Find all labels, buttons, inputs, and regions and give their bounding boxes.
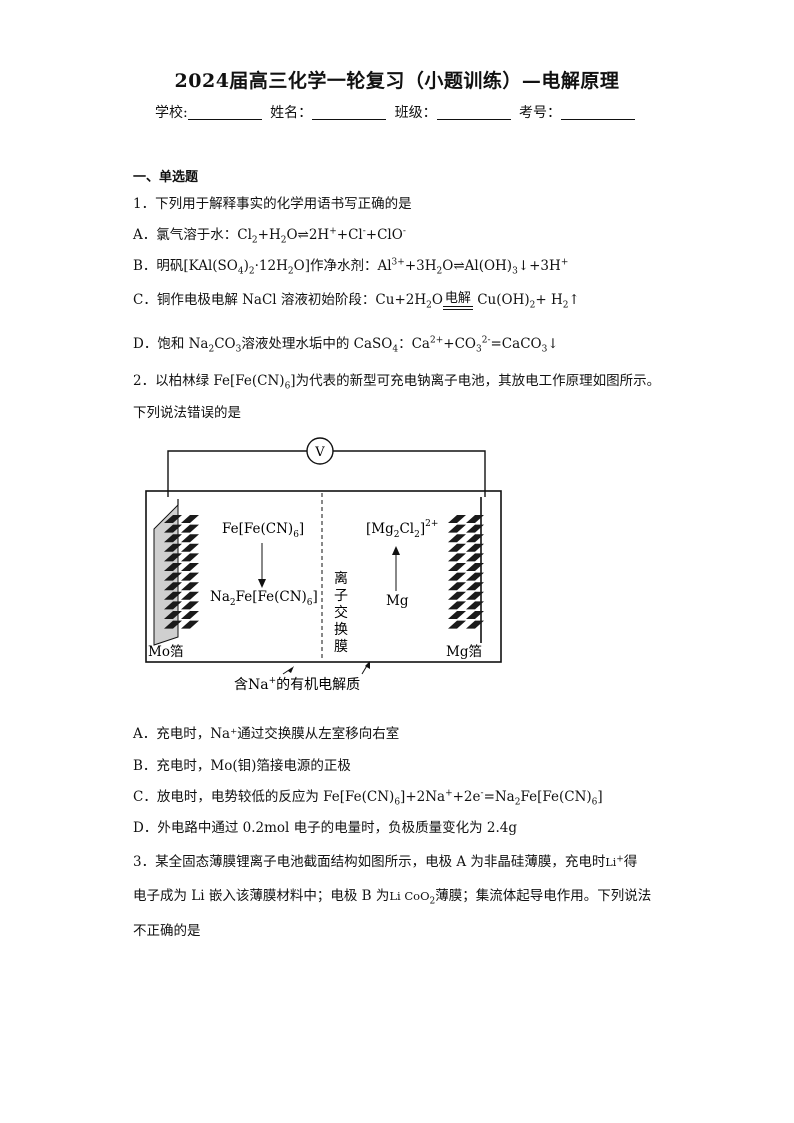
right-bottom-species: Mg (386, 593, 409, 609)
material-flake-icon (466, 620, 484, 629)
material-flake-icon (164, 563, 182, 571)
q1-b-equation: Al3++3H2O⇌Al(OH)3↓+3H+ (377, 257, 569, 277)
mo-foil-label: Mo箔 (148, 644, 183, 660)
number-blank[interactable] (561, 105, 636, 120)
q3-stem-line2: 电子成为 Li 嵌入该薄膜材料中；电极 B 为Li CoO2薄膜；集流体起导电作… (133, 888, 652, 907)
material-flake-icon (448, 591, 466, 600)
material-flake-icon (181, 611, 199, 619)
material-flake-icon (448, 620, 466, 629)
q1-option-a: A．氯气溶于水：Cl2+H2O⇌2H++Cl-+ClO- (133, 226, 406, 246)
material-flake-icon (448, 534, 466, 543)
mo-foil-electrode (153, 499, 199, 646)
mg-foil-label: Mg箔 (446, 644, 482, 660)
q1-a-equation: Cl2+H2O⇌2H++Cl-+ClO- (237, 226, 406, 246)
name-label: 姓名： (270, 105, 313, 121)
mg-foil-electrode (448, 497, 484, 643)
material-flake-icon (181, 553, 199, 562)
svg-text:换: 换 (334, 621, 348, 638)
material-flake-icon (181, 524, 199, 533)
class-label: 班级： (394, 105, 437, 121)
material-flake-icon (181, 582, 199, 591)
school-label: 学校: (154, 105, 188, 121)
material-flake-icon (164, 572, 182, 581)
material-flake-icon (448, 611, 466, 619)
material-flake-icon (181, 601, 199, 610)
material-flake-icon (448, 553, 466, 562)
material-flake-icon (164, 601, 182, 610)
material-flake-icon (466, 515, 484, 523)
electrolyte-label: 含Na+的有机电解质 (234, 676, 360, 693)
left-bottom-species: Na2Fe[Fe(CN)6] (210, 589, 318, 608)
material-flake-icon (164, 611, 182, 619)
q3-stem-line3: 不正确的是 (133, 923, 201, 939)
material-flake-icon (466, 601, 484, 610)
material-flake-icon (181, 563, 199, 571)
material-flake-icon (164, 582, 182, 591)
material-flake-icon (181, 515, 199, 523)
electrolysis-condition: 电解 (442, 292, 473, 310)
material-flake-icon (181, 534, 199, 543)
material-flake-icon (448, 543, 466, 552)
name-blank[interactable] (312, 105, 387, 120)
material-flake-icon (181, 591, 199, 600)
voltmeter-icon: V (306, 437, 334, 465)
material-flake-icon (448, 582, 466, 591)
svg-text:膜: 膜 (334, 639, 348, 655)
material-flake-icon (181, 543, 199, 552)
q1-option-b: B．明矾[KAl(SO4)2·12H2O]作净水剂：Al3++3H2O⇌Al(O… (133, 257, 569, 277)
class-blank[interactable] (436, 105, 511, 120)
material-flake-icon (466, 543, 484, 552)
material-flake-icon (448, 515, 466, 523)
q1-d-equation: Ca2++CO32-=CaCO3↓ (411, 335, 559, 355)
battery-diagram: V Fe[Fe(CN)6] Na2Fe[Fe(CN)6] 离 子 交 换 膜 (145, 437, 502, 693)
q1-option-d: D．饱和 Na2CO3溶液处理水垢中的 CaSO4：Ca2++CO32-=CaC… (133, 335, 559, 355)
material-flake-icon (164, 524, 182, 533)
svg-text:离: 离 (334, 570, 348, 587)
svg-text:子: 子 (334, 588, 348, 604)
material-flake-icon (164, 543, 182, 552)
material-flake-icon (448, 563, 466, 571)
material-flake-icon (164, 591, 182, 600)
membrane-label: 离 子 交 换 膜 (334, 570, 348, 655)
q2-stem-line2: 下列说法错误的是 (133, 405, 241, 421)
q2-stem-line1: 2．以柏林绿 Fe[Fe(CN)6]为代表的新型可充电钠离子电池，其放电工作原理… (133, 373, 661, 392)
number-label: 考号： (519, 105, 562, 121)
section-title: 一、单选题 (133, 170, 199, 185)
svg-text:V: V (314, 445, 325, 460)
material-flake-icon (466, 534, 484, 543)
student-info-row: 学校: 姓名： 班级： 考号： (0, 102, 794, 122)
q2-option-a: A．充电时，Na⁺通过交换膜从左室移向右室 (133, 726, 400, 742)
material-flake-icon (448, 601, 466, 610)
left-top-species: Fe[Fe(CN)6] (222, 521, 304, 540)
material-flake-icon (466, 524, 484, 533)
q1-stem: 1．下列用于解释事实的化学用语书写正确的是 (133, 196, 412, 212)
q3-stem-line1: 3．某全固态薄膜锂离子电池截面结构如图所示，电极 A 为非晶硅薄膜，充电时Li+… (133, 854, 638, 870)
material-flake-icon (466, 591, 484, 600)
q2-option-b: B．充电时，Mo(钼)箔接电源的正极 (133, 758, 351, 774)
material-flake-icon (164, 515, 182, 523)
material-flake-icon (448, 524, 466, 533)
material-flake-icon (448, 572, 466, 581)
material-flake-icon (466, 582, 484, 591)
school-blank[interactable] (187, 105, 262, 120)
right-top-species: [Mg2Cl2]2+ (366, 519, 438, 540)
material-flake-icon (466, 611, 484, 619)
q2-option-d: D．外电路中通过 0.2mol 电子的电量时，负极质量变化为 2.4g (133, 820, 518, 836)
material-flake-icon (164, 553, 182, 562)
material-flake-icon (466, 553, 484, 562)
page-title: 2024届高三化学一轮复习（小题训练）—电解原理 (174, 70, 620, 92)
material-flake-icon (466, 563, 484, 571)
material-flake-icon (164, 534, 182, 543)
q2-option-c: C．放电时，电势较低的反应为 Fe[Fe(CN)6]+2Na++2e-=Na2F… (133, 788, 603, 808)
material-flake-icon (181, 620, 199, 629)
svg-text:交: 交 (334, 604, 348, 621)
material-flake-icon (181, 572, 199, 581)
material-flake-icon (466, 572, 484, 581)
material-flake-icon (164, 620, 182, 629)
